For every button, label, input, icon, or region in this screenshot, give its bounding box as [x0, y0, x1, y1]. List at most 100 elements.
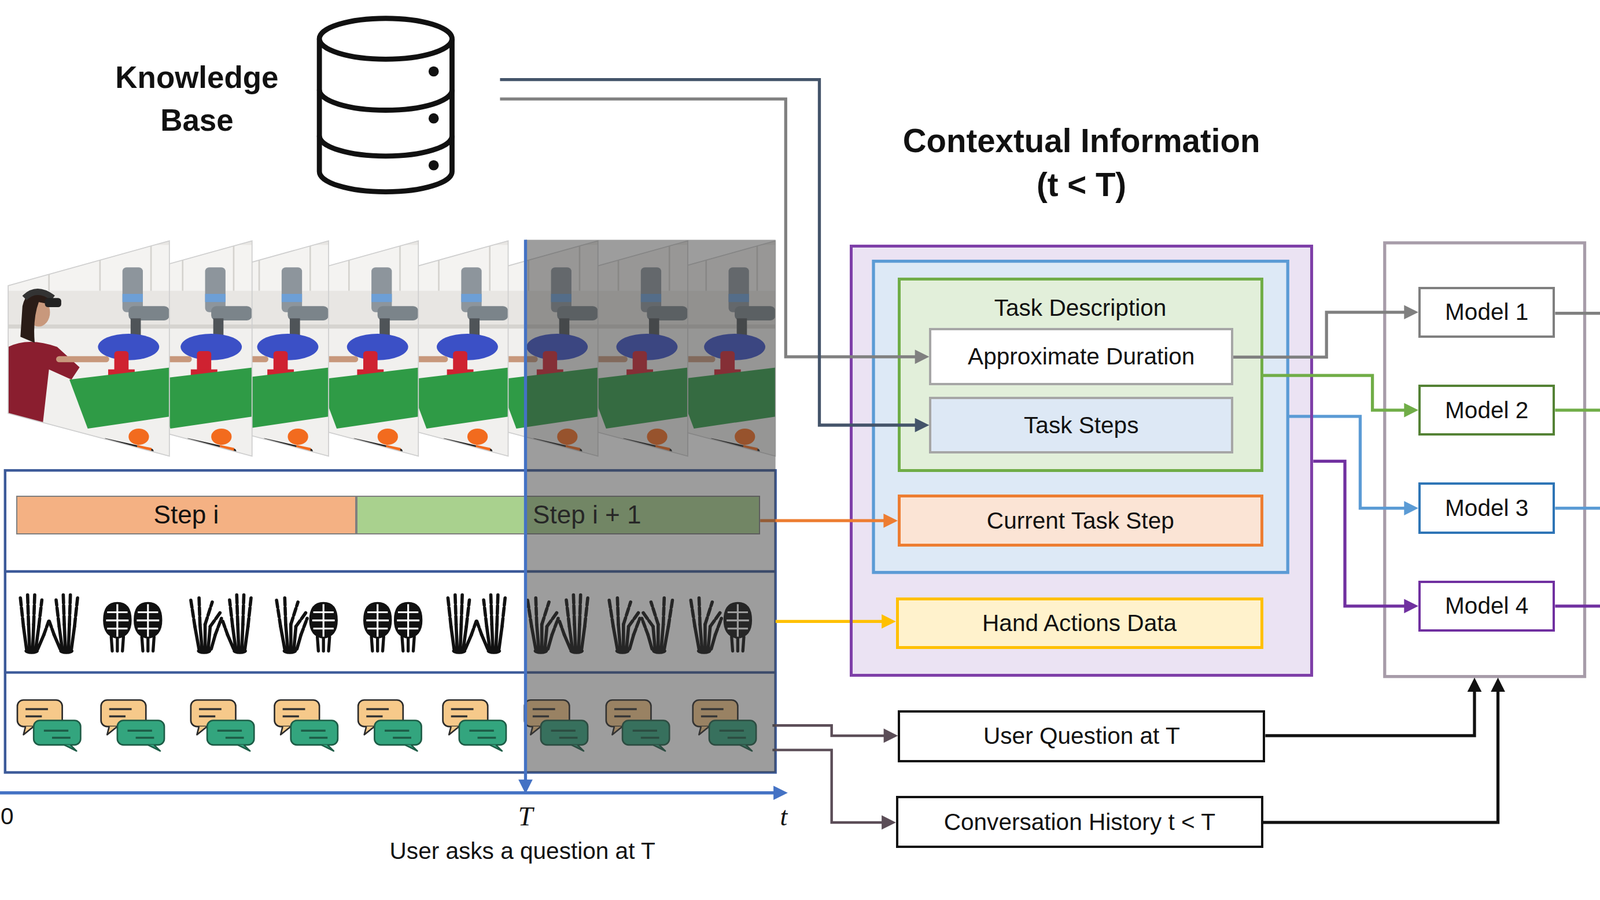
hand-pair-part [723, 602, 752, 652]
connector-arrow [1263, 375, 1419, 418]
wire [772, 750, 884, 823]
hand-icons [20, 594, 752, 655]
connector-line [1263, 375, 1406, 411]
connector-line [499, 98, 916, 357]
hand-pair [609, 595, 673, 655]
connector-arrow [499, 98, 929, 364]
wire [1265, 690, 1475, 736]
connector-line [760, 519, 884, 523]
output-wire [1554, 604, 1600, 608]
hand-pair-part [133, 602, 162, 652]
node-label: Current Task Step [986, 507, 1175, 535]
frame-outline [8, 240, 170, 456]
node-label: Step i [153, 500, 220, 530]
video-frame [90, 234, 254, 460]
arrow-head [1403, 403, 1419, 418]
hand-pair-part [20, 594, 49, 655]
arrow-head [1467, 677, 1482, 692]
hand-pair-part [690, 595, 722, 655]
input-box: User Question at T [897, 710, 1266, 763]
axis-label: 0 [0, 802, 14, 831]
arrow-head [1403, 500, 1419, 516]
input-box: Conversation History t < T [896, 795, 1264, 849]
video-frame [8, 234, 172, 460]
hand-actions-box: Hand Actions Data [896, 597, 1264, 649]
task-steps-box: Task Steps [928, 396, 1234, 455]
question-time-line [524, 240, 527, 783]
node-label: Approximate Duration [967, 343, 1195, 371]
frame-outline [436, 240, 599, 456]
task-description-box: Task DescriptionApproximate DurationTask… [897, 277, 1264, 473]
timeline-panel [5, 470, 776, 773]
video-frames [8, 234, 778, 460]
connector-arrow [760, 513, 898, 529]
context-panel: Contextual Information (t < T)Task Descr… [849, 244, 1314, 677]
video-frame [347, 234, 511, 460]
database-node: Knowledge Base [97, 15, 501, 194]
connector-arrow [1313, 461, 1419, 614]
node-label: Task Description [900, 292, 1260, 324]
arrow-head [773, 785, 788, 800]
connector-arrow [1233, 304, 1419, 357]
hand-pair [276, 595, 338, 655]
panel-frame [5, 470, 776, 773]
arrow-head [915, 349, 930, 365]
frame-outline [167, 240, 329, 456]
hand-pair-part [49, 594, 78, 655]
hand-pair-part [559, 594, 588, 655]
video-frame-image [257, 234, 421, 460]
frame-outline [526, 240, 688, 456]
arrow-head [883, 513, 898, 529]
video-frame [167, 234, 331, 460]
hand-pair-part [393, 602, 423, 652]
video-frame-image [526, 234, 690, 460]
model-container [1384, 242, 1585, 677]
node-label: Model 4 [1444, 592, 1529, 620]
database-top [319, 18, 452, 60]
panel-divider [5, 571, 776, 673]
hand-pair-part [527, 595, 559, 655]
frame-outline [347, 240, 509, 456]
connector-line [499, 79, 916, 426]
model-box: Model 4 [1418, 580, 1555, 632]
time-symbol: t [779, 801, 788, 832]
hand-pair-part [642, 595, 673, 655]
hand-pair-part [363, 602, 392, 652]
video-frame-image [90, 234, 254, 460]
arrow-head [915, 418, 930, 433]
duration-box: Approximate Duration [928, 327, 1234, 386]
video-frame [436, 234, 600, 460]
database-dot [428, 113, 440, 124]
output-wire [1554, 506, 1600, 510]
video-frame-image [167, 234, 331, 460]
node-label: Model 2 [1444, 396, 1529, 425]
wire [1263, 690, 1499, 823]
chat-icon [190, 699, 254, 751]
database-band [319, 89, 452, 157]
hand-pair-part [309, 602, 338, 652]
chat-icon [692, 699, 757, 751]
chat-icon [101, 699, 165, 751]
step-bar: Step i + 1 [356, 495, 761, 535]
axis-label: User asks a question at T [389, 837, 656, 865]
node-label: Conversation History t < T [944, 808, 1216, 836]
database-dot [428, 66, 440, 77]
arrow-head [883, 728, 899, 744]
video-frame [526, 234, 690, 460]
output-wire [1554, 311, 1600, 315]
hand-pair-part [276, 595, 308, 655]
hand-pair-part [609, 595, 640, 655]
frame-outline [90, 240, 253, 456]
connector-line [1313, 461, 1405, 607]
hand-pair-part [447, 594, 477, 655]
wire [1287, 416, 1407, 509]
database-dot [428, 160, 440, 171]
arrow-head [1403, 304, 1419, 320]
hand-pair [102, 602, 162, 652]
hand-pair [190, 594, 252, 655]
time-axis [0, 791, 776, 795]
wire [775, 620, 884, 623]
